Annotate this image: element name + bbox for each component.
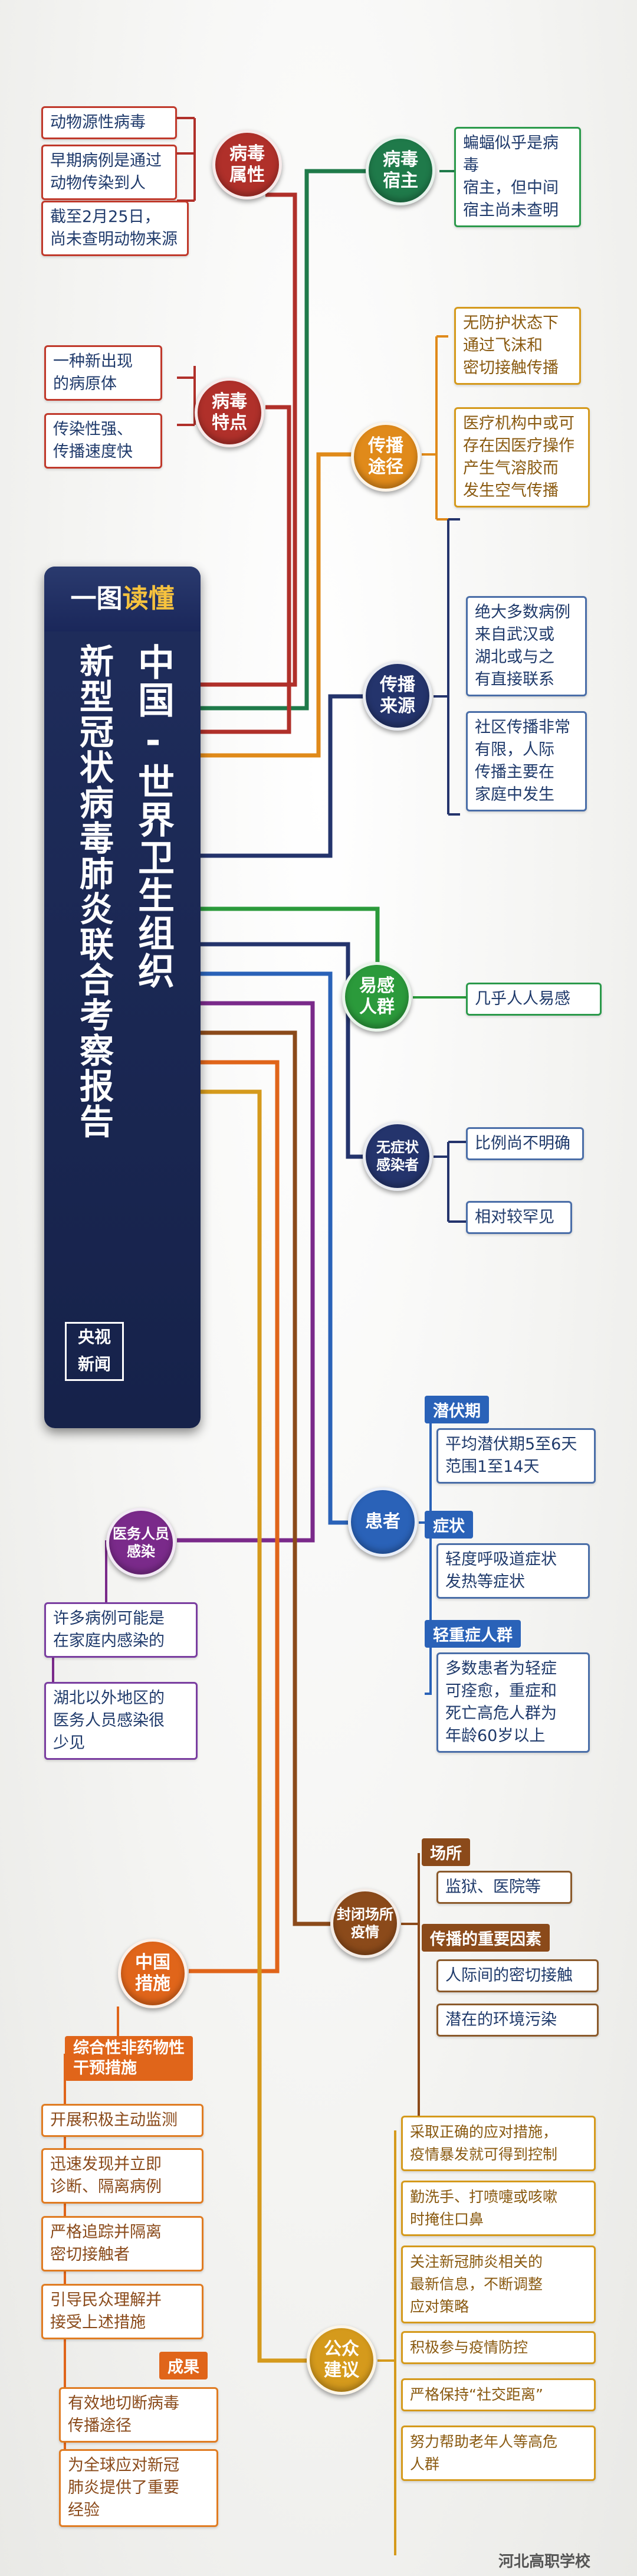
node-medical-staff[interactable]: 医务人员 感染 (106, 1508, 176, 1577)
china-measures-item-2: 迅速发现并立即 诊断、隔离病例 (41, 2148, 203, 2204)
transmission-source-item-1: 绝大多数病例 来自武汉或 湖北或与之 有直接联系 (466, 596, 587, 696)
public-advice-item-4: 积极参与疫情防控 (401, 2331, 596, 2364)
virus-feature-item-1: 一种新出现 的病原体 (44, 345, 162, 401)
line-asymptomatic (201, 942, 366, 1159)
virus-host-item-1: 蝙蝠似乎是病毒 宿主，但中间 宿主尚未查明 (454, 127, 581, 227)
title-report: 新型冠状病毒肺炎联合考察报告 (74, 643, 114, 1139)
patients-symptoms-item-1: 轻度呼吸道症状 发热等症状 (436, 1543, 590, 1599)
patients-group-incubation: 潜伏期 (425, 1396, 489, 1423)
line-transmission-source (201, 694, 366, 858)
china-results-item-1: 有效地切断病毒 传播途径 (59, 2387, 218, 2443)
transmission-source-item-2: 社区传播非常 有限，人际 传播主要在 家庭中发生 (466, 711, 587, 811)
node-virus-property[interactable]: 病毒 属性 (212, 130, 282, 199)
closed-factors-item-1: 人际间的密切接触 (436, 1959, 599, 1992)
medical-staff-item-2: 湖北以外地区的 医务人员感染很 少见 (44, 1682, 198, 1760)
closed-group-places: 场所 (422, 1838, 470, 1866)
header-read-in-one-picture: 一图读懂 (44, 567, 201, 631)
node-public-advice[interactable]: 公众 建议 (307, 2325, 376, 2395)
node-transmission-route[interactable]: 传播 途径 (351, 422, 421, 492)
title-who-china: 中国-世界卫生组织 (132, 643, 175, 990)
patients-severity-item-1: 多数患者为轻症 可痊愈，重症和 死亡高危人群为 年龄60岁以上 (436, 1652, 590, 1753)
node-closed-places[interactable]: 封闭场所 疫情 (330, 1888, 400, 1958)
center-title-panel: 一图读懂 中国-世界卫生组织 新型冠状病毒肺炎联合考察报告 央视 新闻 (44, 567, 201, 1428)
watermark: 河北高职学校 (498, 2553, 591, 2571)
node-china-measures[interactable]: 中国 措施 (118, 1939, 188, 2008)
patients-group-symptoms: 症状 (425, 1511, 473, 1539)
line-patients (201, 971, 348, 1525)
patients-incubation-item-1: 平均潜伏期5至6天 范围1至14天 (436, 1428, 596, 1484)
closed-group-factors: 传播的重要因素 (422, 1924, 550, 1952)
china-measures-item-4: 引导民众理解并 接受上述措施 (41, 2284, 203, 2339)
china-measures-item-1: 开展积极主动监测 (41, 2104, 203, 2137)
line-transmission-route (201, 452, 354, 758)
public-advice-item-3: 关注新冠肺炎相关的 最新信息，不断调整 应对策略 (401, 2246, 596, 2323)
china-group-results: 成果 (159, 2352, 208, 2379)
public-advice-item-6: 努力帮助老年人等高危 人群 (401, 2426, 596, 2481)
line-virus-feature (201, 405, 291, 734)
asymptomatic-item-1: 比例尚不明确 (466, 1127, 584, 1160)
china-group-measures: 综合性非药物性 干预措施 (65, 2036, 193, 2081)
public-advice-item-1: 采取正确的应对措施， 疫情暴发就可得到控制 (401, 2116, 596, 2171)
virus-feature-item-2: 传染性强、 传播速度快 (44, 413, 162, 469)
susceptible-item-1: 几乎人人易感 (466, 983, 602, 1016)
node-susceptible[interactable]: 易感 人群 (342, 962, 412, 1032)
closed-factors-item-2: 潜在的环境污染 (436, 2004, 599, 2037)
node-virus-feature[interactable]: 病毒 特点 (195, 378, 264, 447)
node-asymptomatic[interactable]: 无症状 感染者 (363, 1121, 432, 1191)
transmission-route-item-2: 医疗机构中或可 存在因医疗操作 产生气溶胶而 发生空气传播 (454, 407, 590, 508)
china-measures-item-3: 严格追踪并隔离 密切接触者 (41, 2216, 203, 2271)
public-advice-item-5: 严格保持“社交距离” (401, 2378, 596, 2411)
virus-property-item-1: 动物源性病毒 (41, 106, 177, 139)
asymptomatic-item-2: 相对较罕见 (466, 1201, 572, 1234)
china-results-item-2: 为全球应对新冠 肺炎提供了重要 经验 (59, 2449, 218, 2527)
line-closed (201, 1030, 330, 1926)
node-transmission-source[interactable]: 传播 来源 (363, 661, 432, 731)
public-advice-item-2: 勤洗手、打喷嚏或咳嗽 时掩住口鼻 (401, 2181, 596, 2236)
virus-property-item-2: 早期病例是通过 动物传染到人 (41, 145, 177, 200)
transmission-route-item-1: 无防护状态下 通过飞沫和 密切接触传播 (454, 307, 581, 385)
closed-places-item-1: 监狱、医院等 (436, 1871, 572, 1904)
medical-staff-item-1: 许多病例可能是 在家庭内感染的 (44, 1602, 198, 1658)
cctv-news-badge: 央视 新闻 (65, 1322, 124, 1381)
virus-property-item-3: 截至2月25日， 尚未查明动物来源 (41, 201, 189, 256)
node-virus-host[interactable]: 病毒 宿主 (366, 136, 435, 205)
line-virus-property (201, 192, 297, 687)
line-medical (177, 1001, 315, 1543)
line-public (201, 1089, 307, 2363)
patients-group-severity: 轻重症人群 (425, 1620, 521, 1648)
line-virus-host (201, 169, 372, 711)
node-patients[interactable]: 患者 (348, 1487, 418, 1557)
line-china (189, 1060, 280, 1973)
